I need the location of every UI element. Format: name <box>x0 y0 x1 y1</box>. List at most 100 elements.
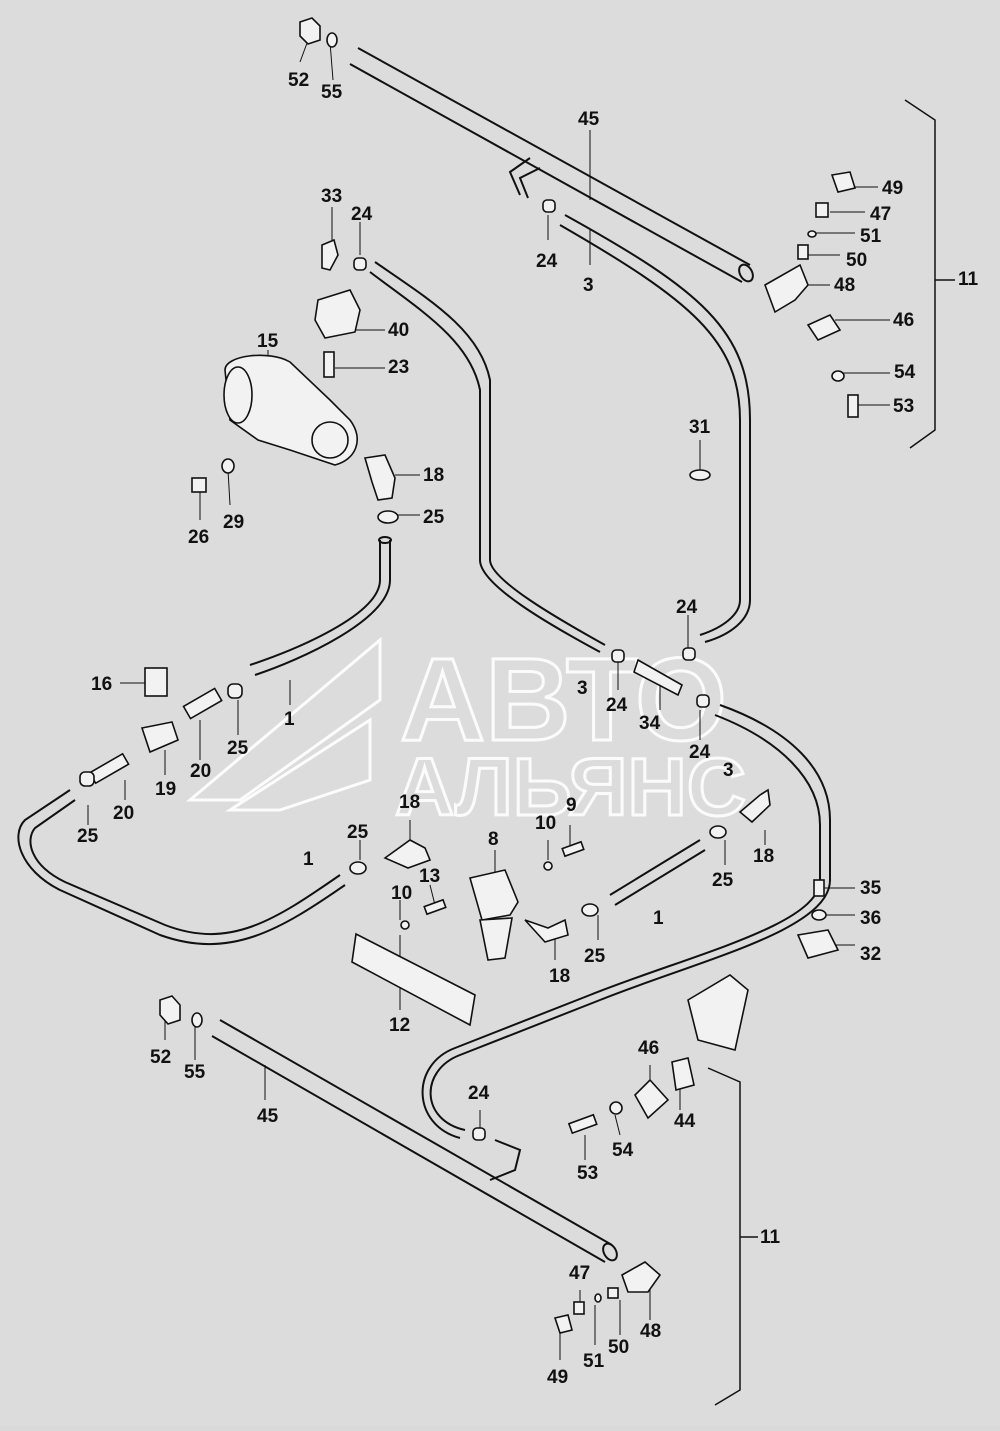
connector-34-icon <box>633 658 684 697</box>
watermark-line1: АВТО <box>400 634 727 766</box>
part-label: 24 <box>676 597 698 618</box>
part-label: 13 <box>419 866 440 887</box>
part-label: 19 <box>155 779 176 800</box>
components <box>79 17 859 1334</box>
part-label: 15 <box>257 331 279 352</box>
tee-19-icon <box>140 721 179 754</box>
part-label: 55 <box>184 1062 206 1083</box>
part-label: 25 <box>227 738 249 759</box>
part-label: 16 <box>91 674 112 695</box>
part-label: 45 <box>257 1106 279 1127</box>
part-label: 32 <box>860 944 881 965</box>
part-label: 53 <box>893 396 914 417</box>
part-label: 47 <box>870 204 891 225</box>
part-label: 18 <box>423 465 444 486</box>
part-label: 50 <box>608 1337 629 1358</box>
part-label: 35 <box>860 878 882 899</box>
washer-29-icon <box>221 458 235 474</box>
part-label: 3 <box>723 760 734 781</box>
part-label: 52 <box>150 1047 171 1068</box>
part-label: 10 <box>535 813 556 834</box>
part-label: 1 <box>303 849 314 870</box>
part-label: 46 <box>893 310 914 331</box>
bracket-11-bottom <box>707 1067 758 1406</box>
part-label: 46 <box>638 1038 659 1059</box>
part-label: 47 <box>569 1263 590 1284</box>
part-label: 55 <box>321 82 343 103</box>
part-label: 18 <box>753 846 774 867</box>
brackets <box>707 99 955 1406</box>
part-label: 18 <box>399 792 420 813</box>
part-label: 24 <box>468 1083 490 1104</box>
bolt-53-icon <box>847 394 859 418</box>
part-label: 24 <box>536 251 558 272</box>
watermark: АВТО АЛЬЯНС <box>185 633 747 835</box>
part-label: 54 <box>612 1140 634 1161</box>
bracket-11-top <box>904 99 955 449</box>
bushing-44-icon <box>671 1057 695 1092</box>
watermark-line2: АЛЬЯНС <box>395 742 746 833</box>
part-label: 8 <box>488 829 499 850</box>
clamp-25-icon <box>377 510 399 524</box>
part-label: 36 <box>860 908 881 929</box>
part-label: 25 <box>77 826 99 847</box>
part-label: 10 <box>391 883 412 904</box>
part-label: 25 <box>584 946 606 967</box>
part-label: 48 <box>640 1321 661 1342</box>
part-labels: 52 55 45 49 47 51 50 48 11 46 54 53 33 2… <box>77 70 979 1388</box>
mount-bracket-icon <box>687 974 749 1051</box>
bolt-47-icon <box>815 202 829 218</box>
watermark-logo <box>185 636 382 812</box>
part-label: 12 <box>389 1015 410 1036</box>
nut-52-icon <box>299 17 321 45</box>
pipe-45-top <box>349 47 751 283</box>
clip-31-icon <box>689 469 711 481</box>
part-label: 3 <box>583 275 594 296</box>
part-label: 9 <box>566 795 577 816</box>
o-ring-51-icon <box>807 230 817 238</box>
connector-48-icon <box>764 263 809 314</box>
part-label: 50 <box>846 250 867 271</box>
washer-54-icon <box>831 370 845 382</box>
part-label: 48 <box>834 275 855 296</box>
hoses <box>17 47 831 1263</box>
fitting-20-icon <box>182 687 223 720</box>
part-label: 1 <box>653 908 664 929</box>
part-label: 1 <box>284 709 295 730</box>
bolt-26-icon <box>191 477 207 493</box>
washer-36-icon <box>811 909 827 921</box>
valve-40-icon <box>314 289 361 339</box>
clamp-24-icon <box>542 199 556 213</box>
bolt-9-icon <box>561 840 585 858</box>
part-label: 20 <box>113 803 134 824</box>
part-label: 3 <box>577 678 588 699</box>
part-label: 40 <box>388 320 409 341</box>
part-label: 44 <box>674 1111 696 1132</box>
part-label: 49 <box>882 178 903 199</box>
spring-50-icon <box>797 244 809 260</box>
fitting-23-icon <box>323 351 335 378</box>
part-label: 45 <box>578 109 600 130</box>
part-label: 20 <box>190 761 211 782</box>
o-ring-55-icon <box>326 32 338 48</box>
clamp-32-icon <box>796 929 840 959</box>
part-label: 25 <box>423 507 445 528</box>
filter-8-icon <box>468 869 519 921</box>
part-label: 33 <box>321 186 342 207</box>
screw-13-icon <box>423 898 447 916</box>
washer-10-icon <box>543 861 553 871</box>
bracket-46-icon <box>806 313 842 342</box>
part-label: 34 <box>639 713 661 734</box>
part-label: 23 <box>388 357 409 378</box>
part-label: 51 <box>583 1351 605 1372</box>
part-label: 25 <box>712 870 734 891</box>
part-label: 53 <box>577 1163 598 1184</box>
part-label: 52 <box>288 70 309 91</box>
part-label: 18 <box>549 966 570 987</box>
elbow-33-icon <box>321 238 339 271</box>
part-label: 54 <box>894 362 916 383</box>
part-label: 25 <box>347 822 369 843</box>
part-label: 11 <box>760 1227 781 1248</box>
